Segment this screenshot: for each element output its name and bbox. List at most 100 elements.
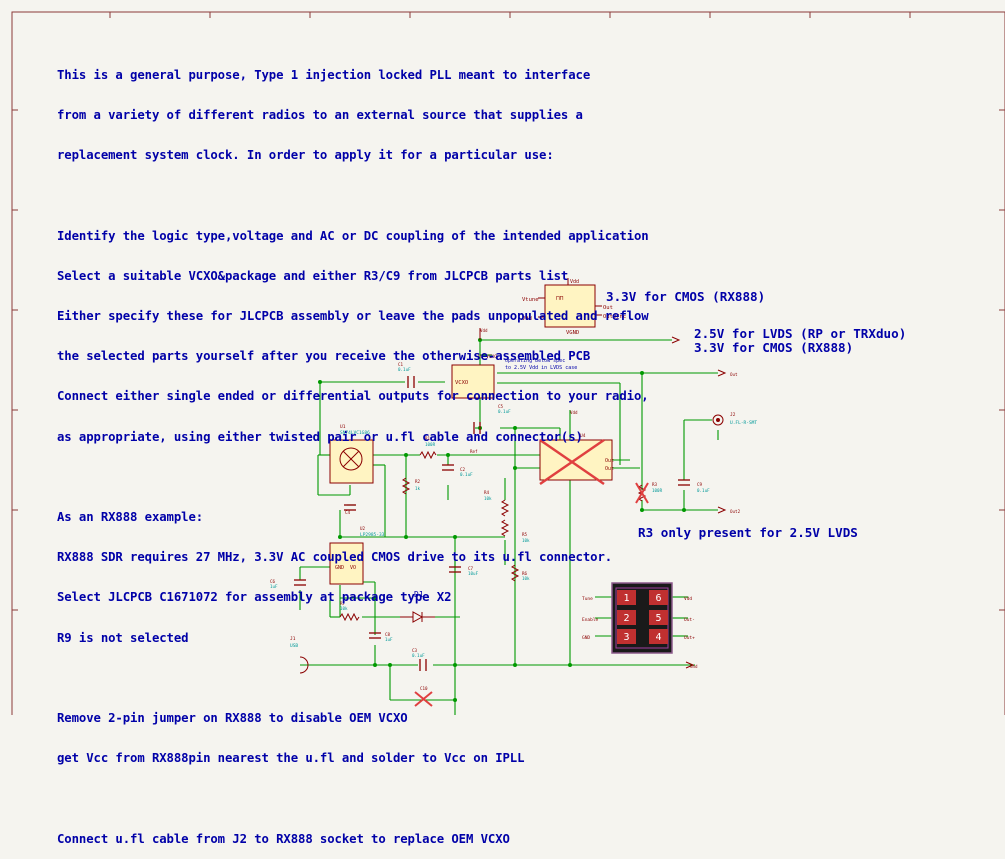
- vcxo-symbol-reference: Vdd Vtune Vdd ⊓⊓ Out Out2/nc VGND: [522, 278, 626, 336]
- svg-text:C9: C9: [697, 482, 703, 487]
- junction-dots: [318, 338, 686, 702]
- r3-dnp-cross: [635, 482, 649, 504]
- intro-line: replacement system clock. In order to ap…: [57, 148, 554, 163]
- sheet-border: [11, 11, 1005, 715]
- footprint-pad-number: 1: [623, 593, 629, 604]
- footprint-pad: [617, 629, 636, 644]
- svg-text:operating below spec: operating below spec: [505, 358, 565, 364]
- svg-text:Ref: Ref: [470, 449, 478, 454]
- step-line: Identify the logic type,voltage and AC o…: [57, 228, 649, 243]
- capacitors: [294, 376, 690, 671]
- svg-text:⊓⊓: ⊓⊓: [556, 295, 564, 302]
- svg-text:GND: GND: [582, 635, 590, 641]
- diode-d1: [400, 611, 435, 623]
- regulator-symbol: GND VO LP2985-33: [329, 532, 385, 585]
- footprint-pad-number: 6: [655, 593, 661, 604]
- svg-text:100R: 100R: [652, 488, 663, 493]
- svg-text:Tune: Tune: [582, 596, 593, 602]
- svg-text:1uF: 1uF: [385, 637, 393, 642]
- footprint-pad: [649, 590, 668, 605]
- cable-line: Connect u.fl cable from J2 to RX888 sock…: [57, 831, 510, 846]
- svg-text:U3 VCXO: U3 VCXO: [478, 354, 497, 360]
- svg-text:R6: R6: [522, 571, 528, 576]
- svg-text:U1: U1: [340, 424, 346, 430]
- svg-text:C3: C3: [412, 648, 418, 653]
- ufl-connector: J2 U.FL-R-SMT: [712, 412, 757, 426]
- svg-text:VO: VO: [350, 565, 356, 571]
- cmos-bottom-label: 3.3V for CMOS (RX888): [694, 340, 854, 355]
- border-ticks: [12, 12, 1005, 611]
- svg-text:C5: C5: [498, 404, 504, 409]
- svg-text:C2: C2: [460, 467, 466, 472]
- svg-text:Out2/nc: Out2/nc: [603, 314, 626, 320]
- svg-text:U2: U2: [360, 526, 366, 531]
- svg-text:Vdd: Vdd: [684, 596, 692, 602]
- svg-text:10k: 10k: [522, 576, 530, 581]
- svg-text:GND: GND: [335, 565, 344, 571]
- svg-text:10k: 10k: [484, 496, 492, 501]
- jumper-line: get Vcc from RX888pin nearest the u.fl a…: [57, 751, 525, 766]
- svg-text:100R: 100R: [425, 442, 436, 447]
- svg-text:1k: 1k: [415, 486, 421, 491]
- svg-text:C4: C4: [345, 510, 351, 515]
- svg-text:Vdd: Vdd: [570, 410, 578, 415]
- step-line: Connect either single ended or different…: [57, 389, 649, 404]
- svg-text:C8: C8: [385, 632, 391, 637]
- footprint-pad-number: 3: [623, 632, 629, 643]
- svg-text:10k: 10k: [340, 606, 348, 611]
- net-flags: [479, 328, 727, 669]
- example-line: RX888 SDR requires 27 MHz, 3.3V AC coupl…: [57, 550, 613, 565]
- svg-text:SN74LVC1G86: SN74LVC1G86: [340, 430, 370, 436]
- svg-text:Vdd: Vdd: [480, 328, 488, 333]
- svg-text:C10: C10: [420, 686, 428, 691]
- footprint-pad-number: 5: [655, 613, 661, 624]
- svg-text:C1: C1: [398, 362, 404, 367]
- footprint-pad: [649, 610, 668, 625]
- cmos-top-label: 3.3V for CMOS (RX888): [606, 289, 766, 304]
- svg-text:Out+: Out+: [684, 635, 695, 641]
- svg-text:USB: USB: [290, 643, 298, 649]
- svg-text:R2: R2: [415, 479, 421, 484]
- svg-text:R4: R4: [484, 490, 490, 495]
- svg-text:Vdd: Vdd: [522, 316, 532, 322]
- resistors: [339, 450, 647, 622]
- r3-note-label: R3 only present for 2.5V LVDS: [638, 525, 858, 540]
- svg-text:LP2985-33: LP2985-33: [360, 532, 385, 538]
- vcxo-symbol: VCXO U3 VCXO operating below spec to 2.5…: [451, 354, 577, 399]
- svg-text:VGND: VGND: [566, 330, 579, 336]
- c-dnp-cross: [414, 691, 433, 707]
- svg-text:to 2.5V Vdd in LVDS case: to 2.5V Vdd in LVDS case: [505, 365, 577, 371]
- svg-text:U4: U4: [580, 433, 586, 439]
- svg-text:J1: J1: [290, 636, 296, 642]
- svg-text:0.1uF: 0.1uF: [498, 409, 511, 414]
- dnp-buffer-symbol: U4 Out Out: [539, 433, 614, 486]
- svg-text:C6: C6: [270, 579, 276, 584]
- svg-text:10k: 10k: [522, 538, 530, 543]
- svg-text:R5: R5: [522, 532, 528, 537]
- svg-text:Out: Out: [605, 458, 614, 464]
- step-line: Select a suitable VCXO&package and eithe…: [57, 268, 569, 283]
- schematic-canvas: Vdd Vtune Vdd ⊓⊓ Out Out2/nc VGND VCXO U…: [11, 11, 1005, 715]
- svg-text:C7: C7: [468, 566, 474, 571]
- design-notes: This is a general purpose, Type 1 inject…: [57, 42, 649, 859]
- svg-text:Out: Out: [730, 372, 738, 377]
- svg-text:Vdd: Vdd: [570, 279, 579, 285]
- svg-text:Out: Out: [605, 466, 614, 472]
- footprint-pad: [617, 610, 636, 625]
- svg-text:0.1uF: 0.1uF: [398, 367, 411, 372]
- jumper-line: Remove 2-pin jumper on RX888 to disable …: [57, 711, 408, 726]
- step-line: Either specify these for JLCPCB assembly…: [57, 309, 649, 324]
- power-jack-j1: J1 USB: [290, 636, 309, 674]
- svg-text:VCXO: VCXO: [455, 380, 468, 386]
- intro-line: This is a general purpose, Type 1 inject…: [57, 67, 591, 82]
- svg-text:Enable: Enable: [582, 617, 599, 623]
- svg-text:Out2: Out2: [730, 509, 741, 514]
- svg-text:0.1uF: 0.1uF: [697, 488, 710, 493]
- svg-text:R7: R7: [340, 601, 346, 606]
- svg-text:0.1uF: 0.1uF: [412, 653, 425, 658]
- example-line: As an RX888 example:: [57, 510, 204, 525]
- svg-text:R1: R1: [425, 436, 431, 441]
- lvds-label: 2.5V for LVDS (RP or TRXduo): [694, 326, 907, 341]
